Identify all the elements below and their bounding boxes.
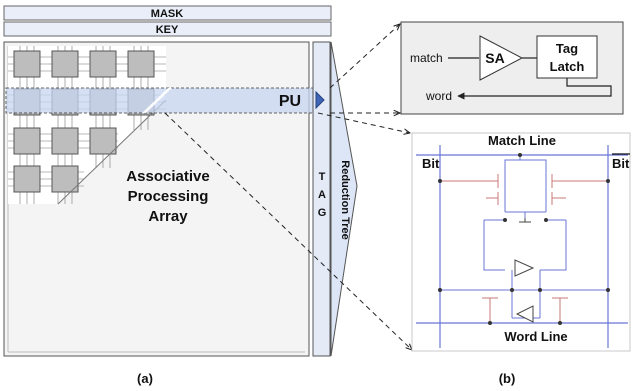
array-title-line-2: Processing [128,188,209,205]
pu-row-highlight [5,87,315,114]
array-cell [51,127,79,155]
mask-bar: MASK [3,5,332,21]
inverter-top-icon [514,259,535,277]
array-cell [89,50,117,78]
key-bar: KEY [3,21,332,37]
bit-label: Bit [422,156,440,171]
tag-letter-g: G [318,207,327,219]
match-label: match [410,51,443,65]
bit-bar-label: Bit [612,156,630,171]
array-cell [89,127,117,155]
cam-cell-schematic: Match Line Bit Bit Word Line [411,132,631,352]
match-line-label: Match Line [488,133,556,148]
array-cell [13,50,41,78]
caption-b: (b) [499,371,516,386]
array-cell [13,165,41,193]
tag-letter-a: A [318,189,326,201]
pu-label: PU [279,93,301,110]
reduction-tree-label: Reduction Tree [339,160,351,239]
tag-letter-t: T [319,171,326,183]
array-cell [13,127,41,155]
reduction-tree: Reduction Tree [330,41,358,357]
inverter-bottom-icon [515,305,534,323]
key-label: KEY [156,24,179,36]
array-title-line-1: Associative [126,168,209,185]
word-output-arrow [457,78,612,100]
sense-amplifier [479,35,524,81]
zoom-lines [164,24,412,350]
array-cell [127,50,155,78]
tag-latch [536,35,598,79]
array-cell [51,50,79,78]
tag-latch-line-2: Latch [550,59,585,74]
word-label: word [425,89,452,103]
caption-a: (a) [137,371,153,386]
bit-bar-label-group: Bit [612,153,630,171]
array-title: Associative Processing Array [126,168,209,225]
tag-pointer-icon [315,90,325,110]
tag-column: T A G [312,41,331,357]
sa-label: SA [485,50,504,66]
array-title-line-3: Array [148,208,188,225]
mask-label: MASK [151,8,183,20]
array-cell [51,165,79,193]
pu-detail-box: match SA Tag Latch word [400,21,624,115]
word-line-label: Word Line [504,329,567,344]
tag-latch-line-1: Tag [556,41,578,56]
